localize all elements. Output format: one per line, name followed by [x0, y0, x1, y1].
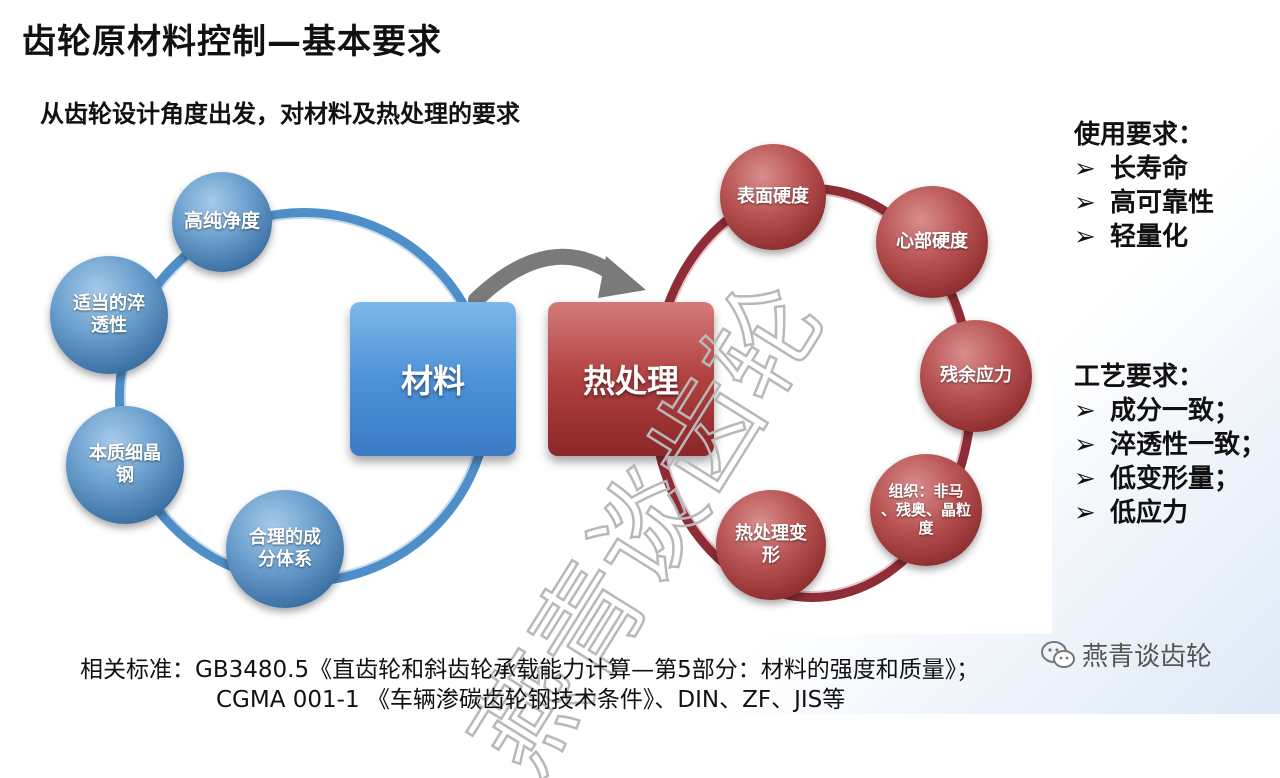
arrow-bullet-icon: ➢ — [1074, 430, 1096, 460]
wechat-icon — [1041, 640, 1075, 668]
usage-requirements: 使用要求： ➢ 长寿命 ➢ 高可靠性 ➢ 轻量化 — [1074, 118, 1214, 254]
usage-heading: 使用要求： — [1074, 120, 1205, 150]
arrow-bullet-icon: ➢ — [1074, 498, 1096, 528]
material-node-label: 钢 — [116, 465, 134, 486]
heat-node-5: 热处理变形 — [716, 490, 826, 600]
usage-item: ➢ 长寿命 — [1074, 152, 1214, 186]
material-node-label: 合理的成 — [249, 526, 321, 548]
material-node-label: 高纯净度 — [183, 210, 260, 233]
material-heat-diagram: 材料 热处理 高纯净度适当的淬透性本质细晶钢合理的成分体系 表面硬度心部硬度残余… — [20, 128, 1052, 778]
usage-item: ➢ 高可靠性 — [1074, 186, 1214, 220]
corner-watermark-text: 燕青谈齿轮 — [1082, 642, 1213, 672]
curved-arrow-icon — [468, 248, 646, 308]
heat-node-label: 组织：非马 — [888, 481, 964, 500]
usage-item-label: 轻量化 — [1110, 222, 1189, 252]
heat-node-label: 、残奥、晶粒 — [880, 500, 971, 519]
process-item: ➢ 成分一致； — [1074, 394, 1266, 428]
process-item-label: 淬透性一致； — [1110, 430, 1267, 460]
material-node-label: 分体系 — [258, 549, 312, 570]
heat-node-3: 残余应力 — [920, 320, 1032, 432]
arrow-bullet-icon: ➢ — [1074, 464, 1096, 494]
standards-line-2: CGMA 001-1 《车辆渗碳齿轮钢技术条件》、DIN、ZF、JIS等 — [216, 687, 846, 713]
material-node-label: 适当的淬 — [73, 292, 145, 314]
process-item-label: 成分一致； — [1110, 396, 1241, 426]
page-subtitle: 从齿轮设计角度出发，对材料及热处理的要求 — [40, 100, 520, 128]
material-node-label: 透性 — [91, 315, 127, 336]
heat-node-4: 组织：非马、残奥、晶粒度 — [870, 454, 982, 566]
process-item: ➢ 低应力 — [1074, 496, 1266, 530]
related-standards: 相关标准：GB3480.5《直齿轮和斜齿轮承载能力计算—第5部分：材料的强度和质… — [80, 655, 979, 715]
material-node-3: 本质细晶钢 — [66, 406, 184, 524]
heat-treatment-center-box: 热处理 — [548, 302, 714, 456]
process-item-label: 低变形量； — [1110, 464, 1241, 494]
heat-node-label: 度 — [918, 519, 934, 538]
arrow-bullet-icon: ➢ — [1074, 154, 1096, 184]
heat-node-label: 心部硬度 — [896, 230, 968, 252]
arrow-bullet-icon: ➢ — [1074, 188, 1096, 218]
process-heading: 工艺要求： — [1074, 362, 1205, 392]
material-center-box: 材料 — [350, 302, 516, 456]
usage-item: ➢ 轻量化 — [1074, 220, 1214, 254]
heat-node-2: 心部硬度 — [876, 186, 988, 298]
corner-watermark: 燕青谈齿轮 — [1040, 636, 1212, 673]
heat-node-label: 热处理变 — [735, 522, 807, 544]
usage-item-label: 高可靠性 — [1110, 188, 1215, 218]
standards-line-1: 相关标准：GB3480.5《直齿轮和斜齿轮承载能力计算—第5部分：材料的强度和质… — [80, 657, 980, 683]
arrow-bullet-icon: ➢ — [1074, 396, 1096, 426]
material-node-label: 本质细晶 — [89, 442, 161, 464]
material-node-4: 合理的成分体系 — [226, 490, 344, 608]
material-node-2: 适当的淬透性 — [50, 256, 168, 374]
heat-node-label: 形 — [762, 545, 780, 566]
arrow-bullet-icon: ➢ — [1074, 222, 1096, 252]
process-item: ➢ 淬透性一致； — [1074, 428, 1266, 462]
heat-node-1: 表面硬度 — [720, 144, 826, 250]
page-title: 齿轮原材料控制—基本要求 — [22, 22, 442, 62]
heat-node-label: 表面硬度 — [737, 185, 809, 207]
process-item-label: 低应力 — [1110, 498, 1189, 528]
material-node-1: 高纯净度 — [172, 172, 272, 272]
process-requirements: 工艺要求： ➢ 成分一致； ➢ 淬透性一致； ➢ 低变形量； ➢ 低应力 — [1074, 360, 1266, 530]
heat-node-label: 残余应力 — [940, 364, 1012, 386]
usage-item-label: 长寿命 — [1110, 154, 1189, 184]
process-item: ➢ 低变形量； — [1074, 462, 1266, 496]
